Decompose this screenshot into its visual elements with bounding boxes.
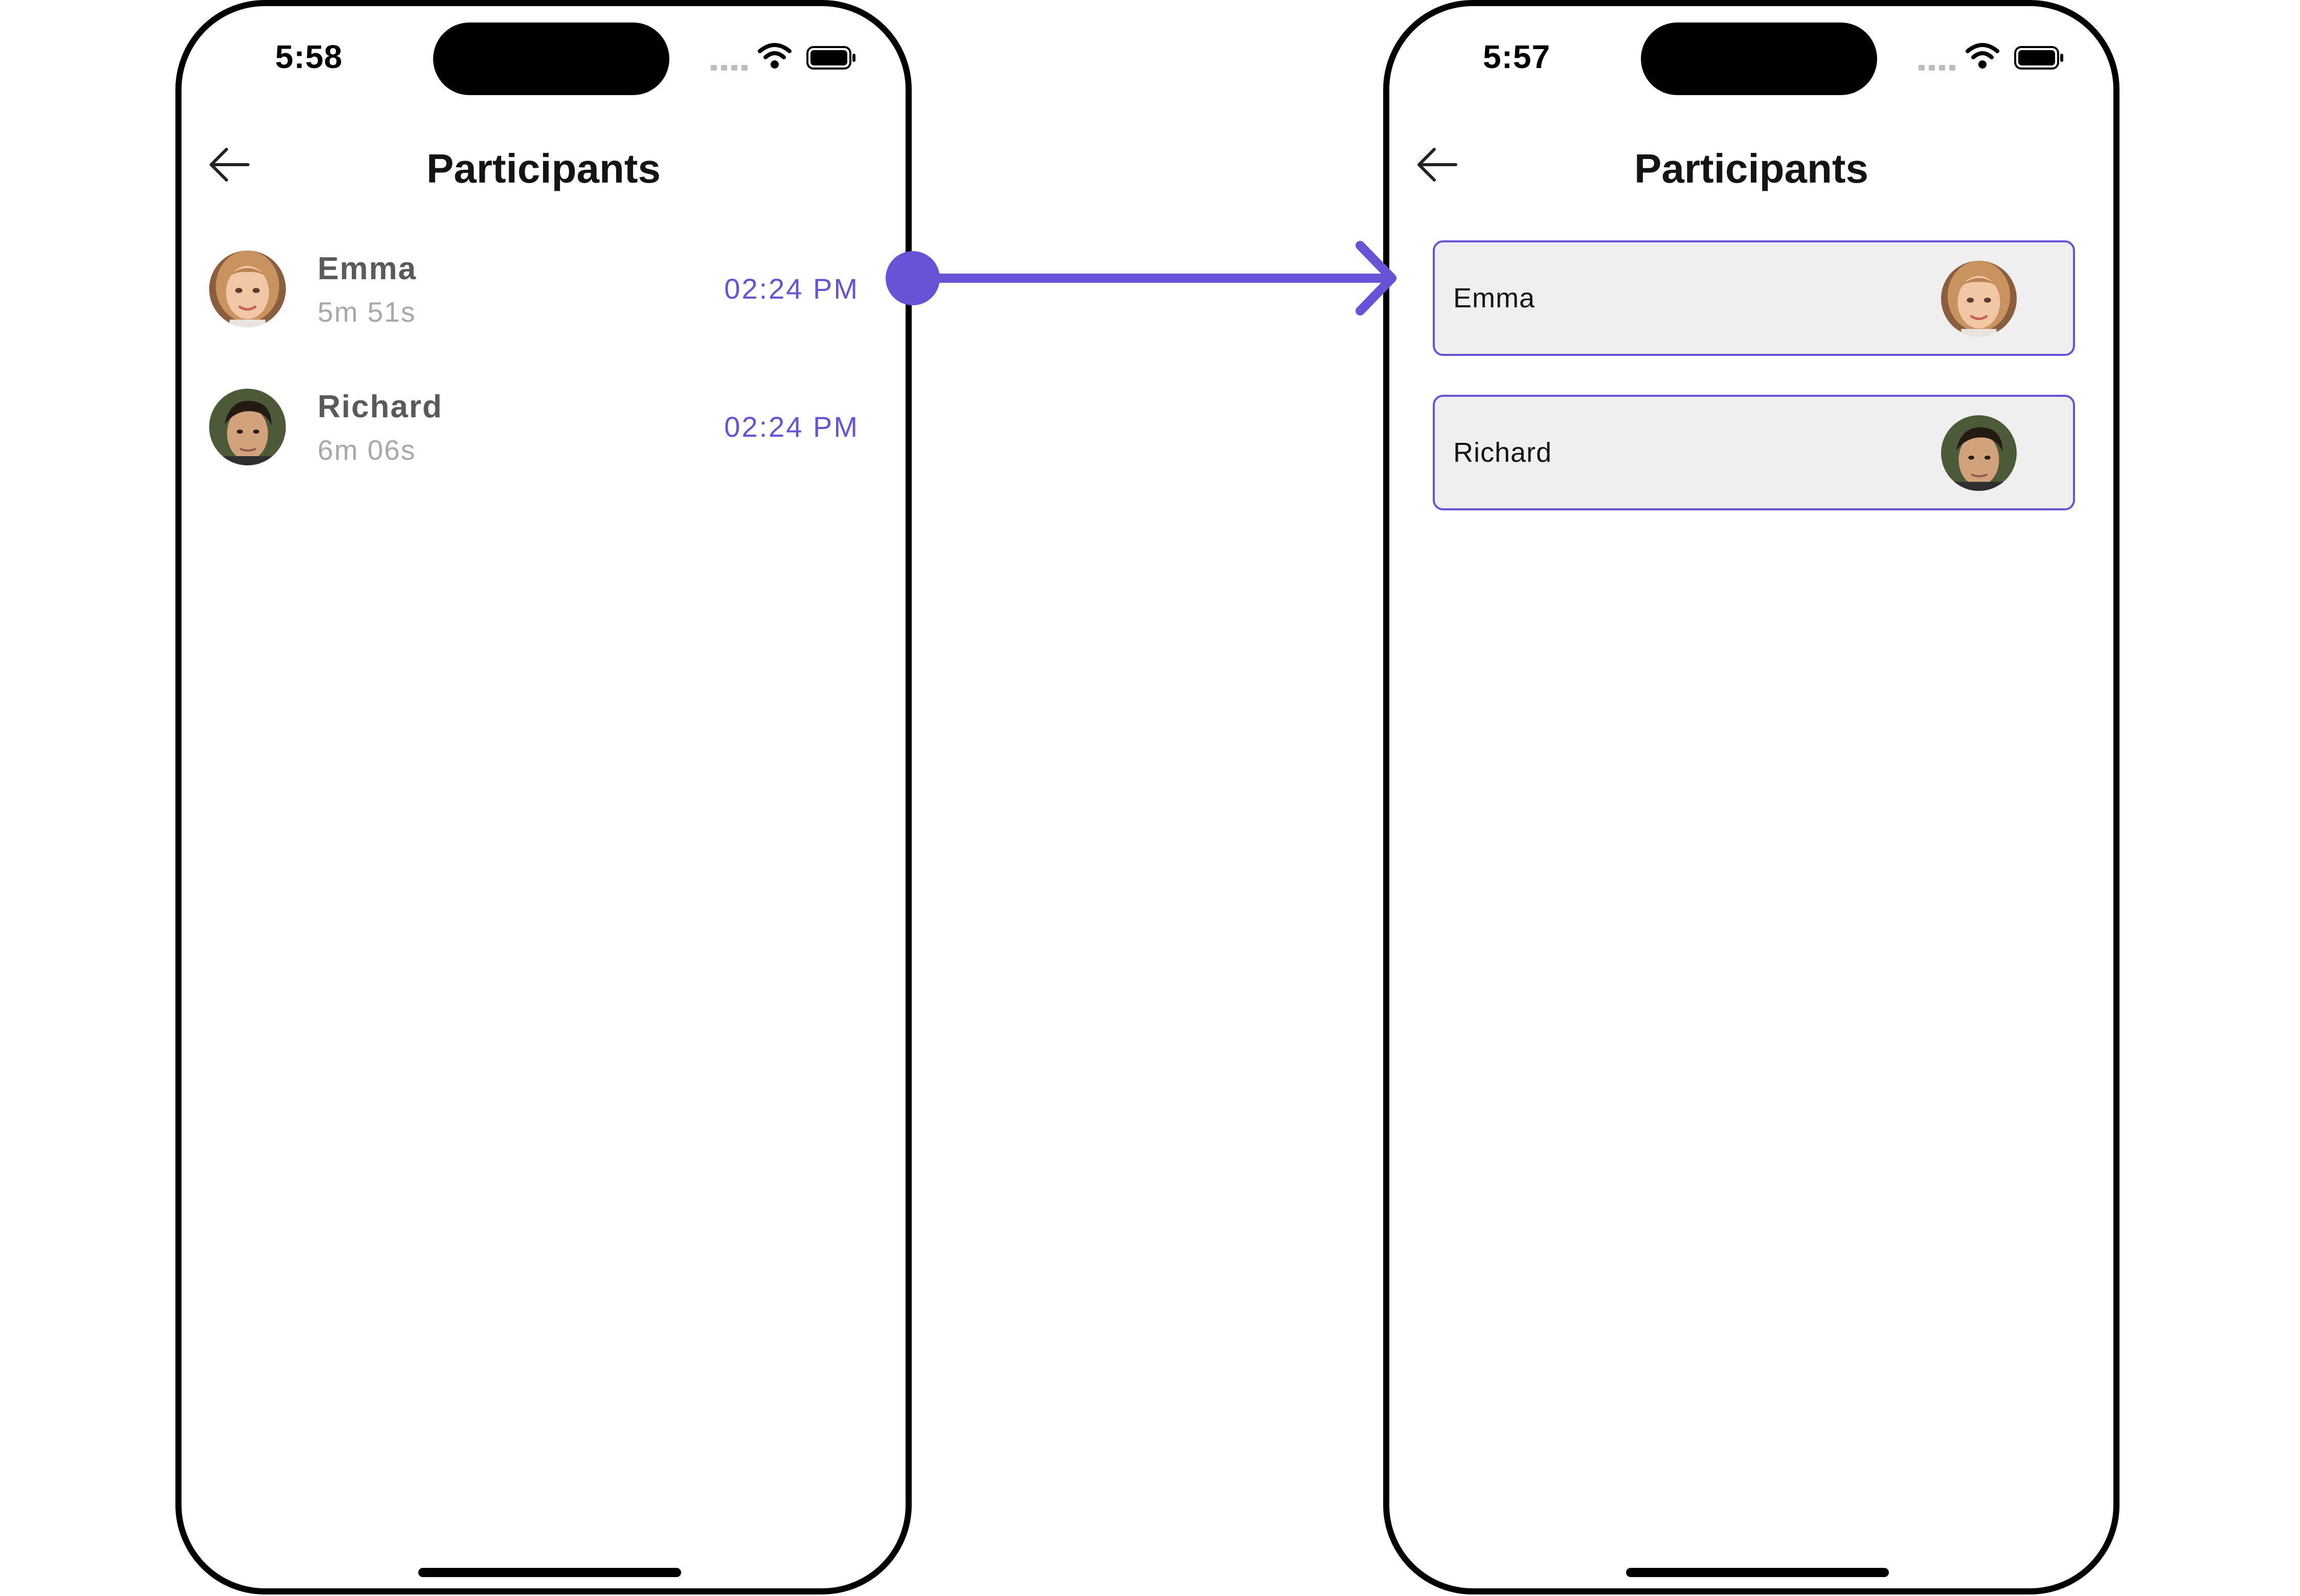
page-title: Participants [426,146,661,191]
avatar-emma [1941,261,2017,336]
participant-name: Emma [318,251,417,286]
status-bar-time: 5:57 [1483,38,1551,75]
wifi-icon [1966,43,1999,69]
phone-frame-after: 5:57 Participants Emma [1383,0,2119,1594]
participant-duration: 6m 06s [318,434,416,466]
participant-row[interactable]: Richard 6m 06s 02:24 PM [202,389,906,476]
avatar-emma [209,251,286,327]
participant-name: Emma [1453,283,1536,313]
participant-name: Richard [318,389,443,424]
avatar-richard [209,389,286,465]
dynamic-island [433,23,669,95]
participant-joined-time: 02:24 PM [724,411,859,443]
phone-frame-before: 5:58 Participants Emma [175,0,912,1594]
status-bar-time: 5:58 [275,38,343,75]
avatar-richard [1941,415,2017,491]
signal-icon [711,63,748,71]
wifi-icon [758,43,792,69]
participant-card[interactable]: Emma [1433,240,2075,356]
back-arrow-icon[interactable] [206,142,252,188]
battery-icon [806,46,855,70]
back-arrow-icon[interactable] [1414,142,1460,188]
signal-icon [1919,63,1955,71]
dynamic-island [1641,23,1877,95]
home-indicator [1626,1568,1889,1577]
participant-row[interactable]: Emma 5m 51s 02:24 PM [202,251,906,338]
battery-icon [2014,46,2063,70]
participant-card[interactable]: Richard [1433,395,2075,510]
home-indicator [418,1568,681,1577]
participant-joined-time: 02:24 PM [724,273,859,305]
participant-name: Richard [1453,437,1552,468]
page-title: Participants [1634,146,1868,191]
participant-duration: 5m 51s [318,296,416,328]
